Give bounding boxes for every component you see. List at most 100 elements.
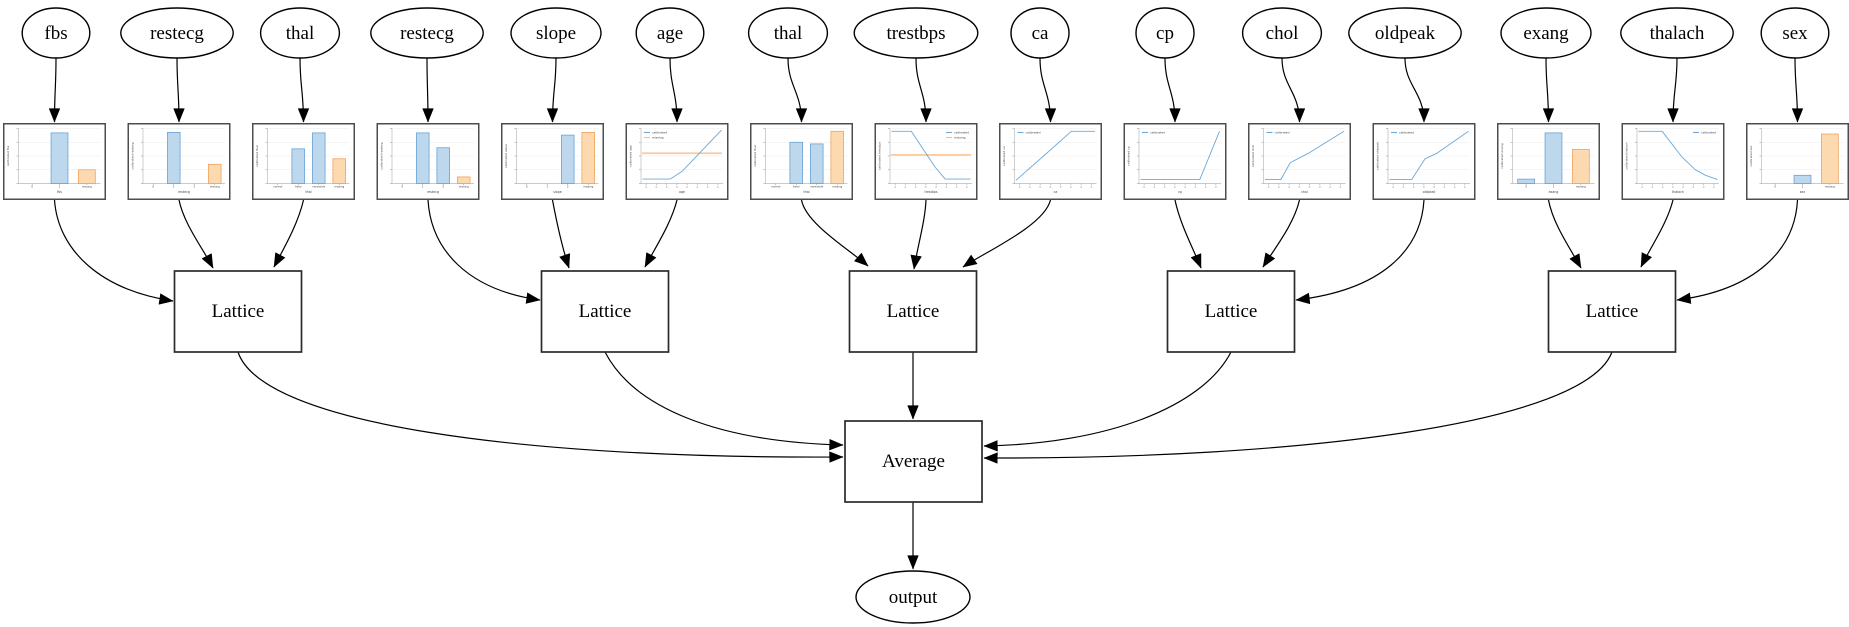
average-label: Average <box>882 451 945 472</box>
y-axis-label: calibrated restecg <box>131 142 135 169</box>
feature-ellipse-trestbps <box>853 7 979 59</box>
bar <box>561 134 575 184</box>
feature-label: slope <box>536 23 576 44</box>
chart-frame <box>1123 123 1227 200</box>
feature-label: exang <box>1523 23 1569 44</box>
edge-chart-to-lattice <box>427 199 541 304</box>
calibration-line <box>1638 130 1718 181</box>
feature-ellipse-age <box>635 7 705 59</box>
edge-restecg-to-chart <box>173 57 185 123</box>
bar <box>50 132 69 184</box>
lattice-label: Lattice <box>579 301 632 322</box>
y-axis-label: calibrated thal <box>255 145 259 167</box>
x-tick-label: 0 <box>152 185 154 189</box>
chart-frame <box>1621 123 1725 200</box>
edge-slope-to-chart <box>546 57 559 123</box>
edge-chart-to-lattice <box>910 199 927 270</box>
legend-label-calibrated: calibrated <box>1026 131 1041 135</box>
x-tick-label: 2 <box>193 185 195 189</box>
x-tick-label: fixed <box>295 185 302 189</box>
edge-chart-to-lattice <box>1676 199 1799 304</box>
feature-ellipse-thal <box>259 7 341 59</box>
edge-chart-to-lattice <box>1640 199 1674 268</box>
edge-lattice5-to-average <box>983 351 1613 464</box>
x-axis-label: exang <box>1549 190 1559 194</box>
feature-label: thalach <box>1650 23 1705 44</box>
lattice-label: Lattice <box>212 301 265 322</box>
x-tick-label: 1 <box>1802 185 1804 189</box>
x-tick-label: missing <box>583 185 593 189</box>
legend-label-calibrated: calibrated <box>954 131 969 135</box>
y-axis-label: calibrated oldpeak <box>1376 142 1380 170</box>
x-tick-label: 0 <box>526 185 528 189</box>
feature-label: restecg <box>400 23 454 44</box>
average-box <box>844 420 983 503</box>
bar <box>436 147 450 184</box>
x-tick-label: missing <box>210 185 220 189</box>
calibration-line <box>642 129 722 180</box>
lattice-node-3: Lattice <box>848 270 978 353</box>
lattice-box <box>173 270 303 353</box>
edge-chart-to-lattice <box>178 199 214 269</box>
chart-frame <box>999 123 1102 200</box>
x-tick-label: missing <box>1576 185 1586 189</box>
feature-label: trestbps <box>886 23 945 44</box>
x-axis-label: slope <box>553 190 562 194</box>
y-axis-label: calibrated exang <box>1500 143 1504 168</box>
x-tick-label: reversible <box>312 185 325 189</box>
edge-chart-to-lattice <box>1295 199 1425 305</box>
feature-label: thal <box>286 23 315 44</box>
edge-exang-to-chart <box>1542 57 1555 123</box>
bar <box>1517 178 1535 184</box>
x-tick-label: missing <box>82 185 92 189</box>
lattice-node-1: Lattice <box>173 270 303 353</box>
y-axis-label: calibrated age <box>629 145 633 167</box>
bar-missing <box>1572 149 1590 184</box>
x-tick-label: normal <box>273 185 282 189</box>
feature-ellipse-exang <box>1500 7 1592 59</box>
y-axis-label: calibrated thal <box>753 145 757 167</box>
x-axis-label: thalach <box>1672 190 1684 194</box>
edge-lattice1-to-average <box>237 351 844 463</box>
x-tick-label: missing <box>832 185 842 189</box>
lattice-node-2: Lattice <box>540 270 670 353</box>
y-axis-label: calibrated sex <box>1749 145 1753 166</box>
x-axis-label: sex <box>1800 190 1806 194</box>
x-axis-label: restecg <box>178 190 190 194</box>
feature-label: fbs <box>44 23 67 44</box>
feature-ellipse-ca <box>1010 7 1070 59</box>
edge-trestbps-to-chart <box>915 57 932 123</box>
lattice-box <box>1166 270 1296 353</box>
x-tick-label: 0 <box>401 185 403 189</box>
calibration-line <box>1015 130 1095 181</box>
x-tick-label: 2 <box>567 185 569 189</box>
edge-sex-to-chart <box>1791 57 1804 123</box>
lattice-box <box>540 270 670 353</box>
x-tick-label: missing <box>334 185 344 189</box>
calibration-chart-trestbps: calibrated trestbpstrestbpscalibratedmis… <box>874 123 978 200</box>
bar-missing <box>457 176 471 184</box>
x-tick-label: reversible <box>810 185 823 189</box>
bar <box>810 143 824 184</box>
x-tick-label: 1 <box>59 185 61 189</box>
feature-ellipse-thalach <box>1620 7 1734 59</box>
edge-cp-to-chart <box>1164 57 1181 123</box>
legend-label-missing: missing <box>652 136 664 140</box>
bar <box>312 132 326 184</box>
lattice-label: Lattice <box>887 301 940 322</box>
edge-thalach-to-chart <box>1667 57 1679 123</box>
feature-ellipse-slope <box>510 7 602 59</box>
feature-label: thal <box>774 23 803 44</box>
x-tick-label: 1 <box>173 185 175 189</box>
